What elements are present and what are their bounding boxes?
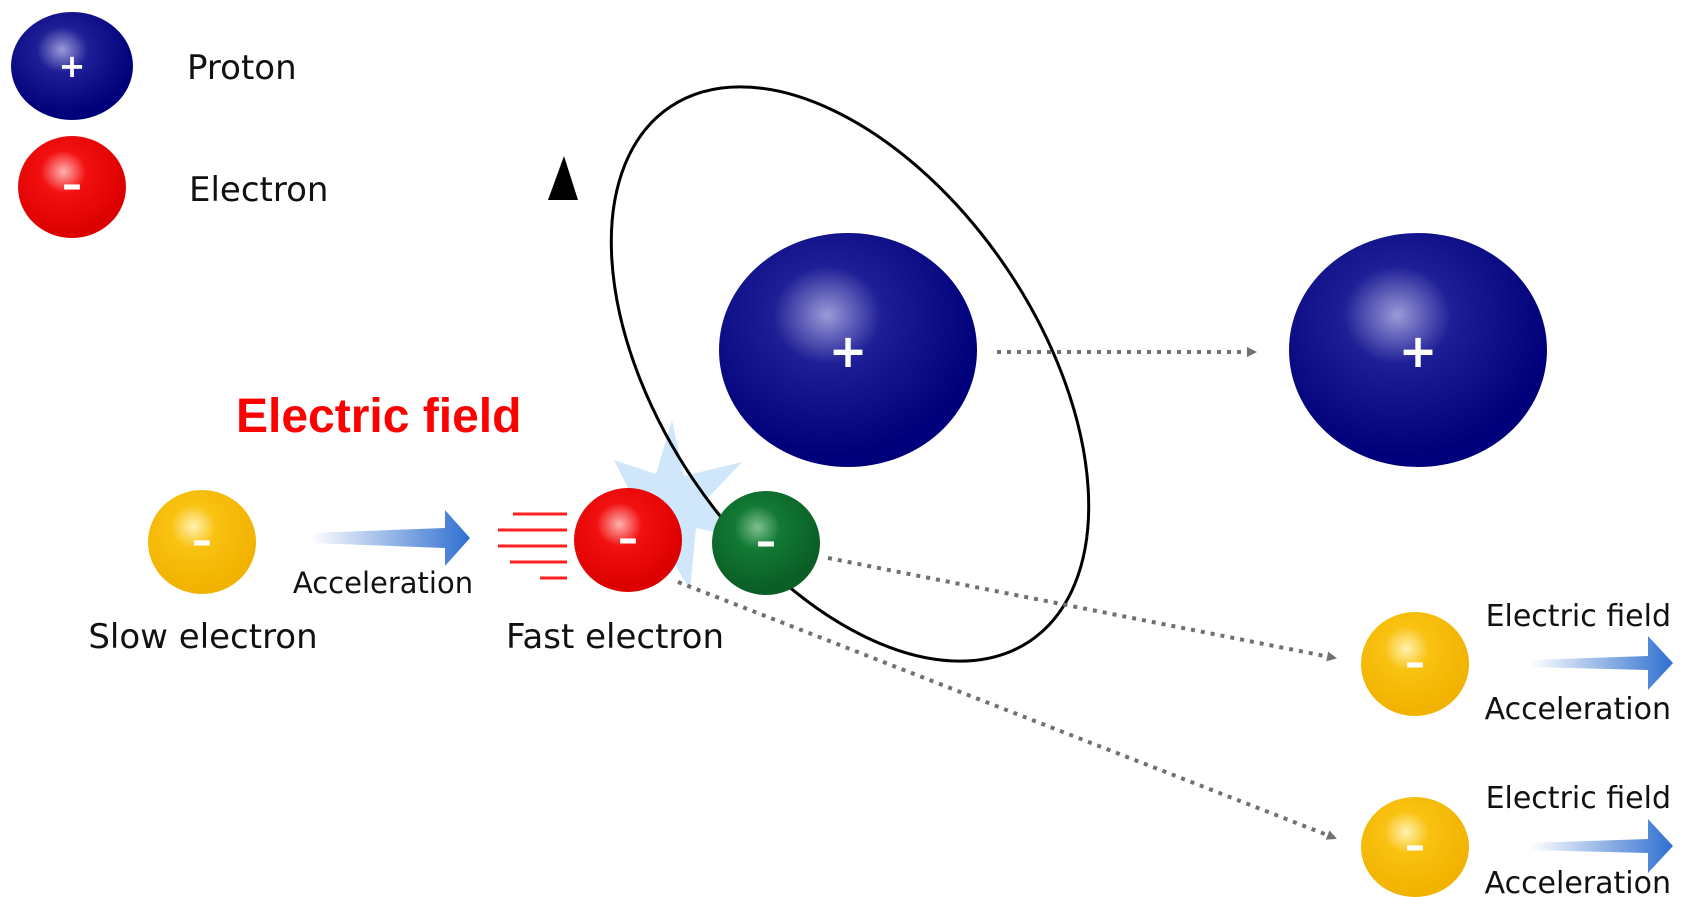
secondary-electron-1: – Electric field Acceleration	[1361, 599, 1673, 727]
slow-electron-sign: –	[192, 518, 212, 564]
secondary-electron-2-field-label: Electric field	[1486, 781, 1671, 816]
slow-electron	[148, 490, 256, 594]
secondary-electron-1-icon	[1361, 612, 1469, 716]
legend: + Proton – Electron	[11, 12, 328, 238]
secondary-electron-2-sign: –	[1405, 823, 1425, 869]
orbit-direction-arrow-icon	[548, 156, 578, 200]
green-electron-trajectory-arrow	[827, 556, 1337, 662]
ejected-proton-sign: +	[1399, 324, 1438, 378]
ejected-electron	[712, 491, 820, 595]
fast-electron-trajectory-arrow	[677, 580, 1337, 840]
acceleration-label: Acceleration	[293, 566, 473, 600]
secondary-electron-1-acceleration-label: Acceleration	[1485, 692, 1671, 727]
electron-orbit	[548, 85, 1091, 663]
ejected-electron-sign: –	[756, 519, 776, 565]
fast-electron	[574, 488, 682, 592]
fast-electron-label: Fast electron	[506, 617, 724, 657]
secondary-electron-2-acceleration-label: Acceleration	[1485, 866, 1671, 897]
legend-proton-icon	[11, 12, 133, 120]
legend-electron-sign: –	[62, 162, 82, 208]
secondary-electron-1-sign: –	[1405, 640, 1425, 686]
secondary-electron-2-acceleration-arrow	[1530, 819, 1673, 873]
slow-electron-label: Slow electron	[88, 617, 317, 657]
secondary-electron-2-icon	[1361, 797, 1469, 897]
secondary-electron-1-acceleration-arrow	[1530, 636, 1673, 690]
secondary-electron-2: – Electric field Acceleration	[1361, 781, 1673, 897]
target-proton	[719, 233, 977, 467]
legend-electron-icon	[18, 136, 126, 238]
legend-proton-sign: +	[59, 47, 86, 85]
target-proton-sign: +	[829, 324, 868, 378]
fast-electron-sign: –	[618, 516, 638, 562]
legend-electron-label: Electron	[189, 170, 328, 210]
electric-field-title: Electric field	[236, 390, 521, 443]
speed-lines-icon	[498, 512, 567, 580]
acceleration-arrow	[310, 510, 470, 566]
legend-proton-label: Proton	[187, 48, 297, 88]
ejected-proton	[1289, 233, 1547, 467]
secondary-electron-1-field-label: Electric field	[1486, 599, 1671, 634]
